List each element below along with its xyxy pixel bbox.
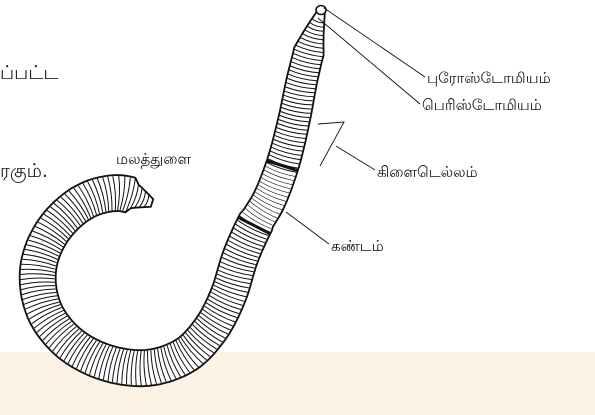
label-peristomium: பெரிஸ்டோமியம் (422, 96, 542, 116)
leader-prostomium (324, 8, 425, 77)
leader-peristomium (318, 18, 420, 104)
clitellum-bracket (318, 122, 344, 166)
label-anus: மலத்துளை (116, 150, 191, 170)
earthworm-body (20, 11, 325, 386)
leader-segment (286, 212, 329, 244)
prostomium-shape (316, 6, 326, 15)
earthworm-outline (20, 11, 325, 386)
leader-clitellum (336, 146, 375, 170)
label-clitellum: கிளைடெல்லம் (377, 163, 478, 183)
label-prostomium: புரோஸ்டோமியம் (427, 69, 551, 89)
label-segment: கண்டம் (331, 237, 384, 257)
